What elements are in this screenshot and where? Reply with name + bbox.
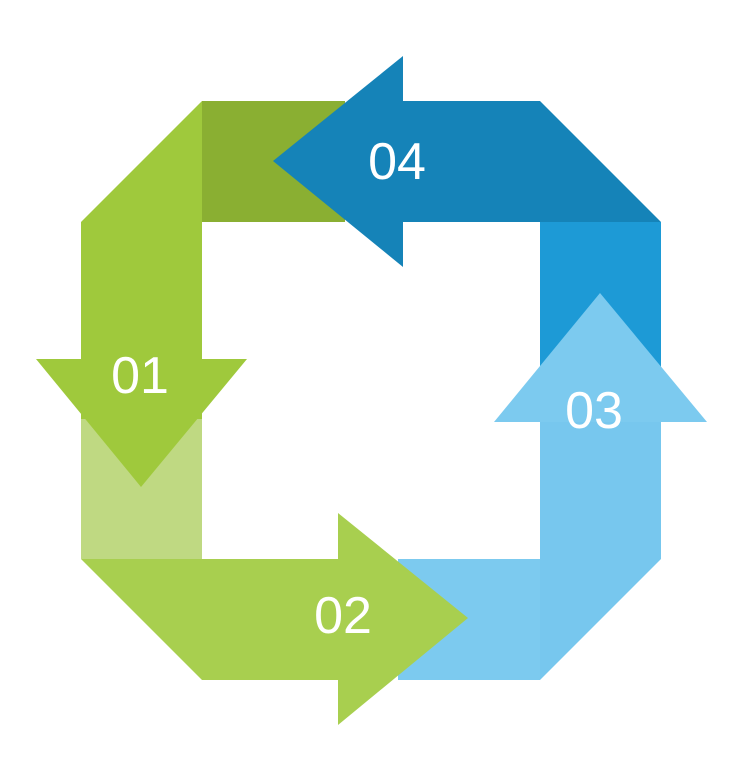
step-2-arrow [81,513,468,725]
step-4-arrowhead [273,56,403,267]
step-3-band [540,420,661,680]
step-4-band [400,101,661,222]
step-1-arrow [36,101,345,559]
step-3-label: 03 [565,382,623,440]
step-2-band [81,559,340,680]
step-1-band [81,101,202,419]
step-1-corner-block [202,101,345,222]
step-4-arrow [273,56,661,267]
step-2-arrowhead [338,513,468,725]
step-4-label: 04 [368,133,426,191]
step-3-arrowhead [494,293,707,422]
step-1-label: 01 [111,347,169,405]
step-3-arrow [398,222,707,680]
step-1-arrowhead [36,359,247,487]
step-2-label: 02 [314,587,372,645]
